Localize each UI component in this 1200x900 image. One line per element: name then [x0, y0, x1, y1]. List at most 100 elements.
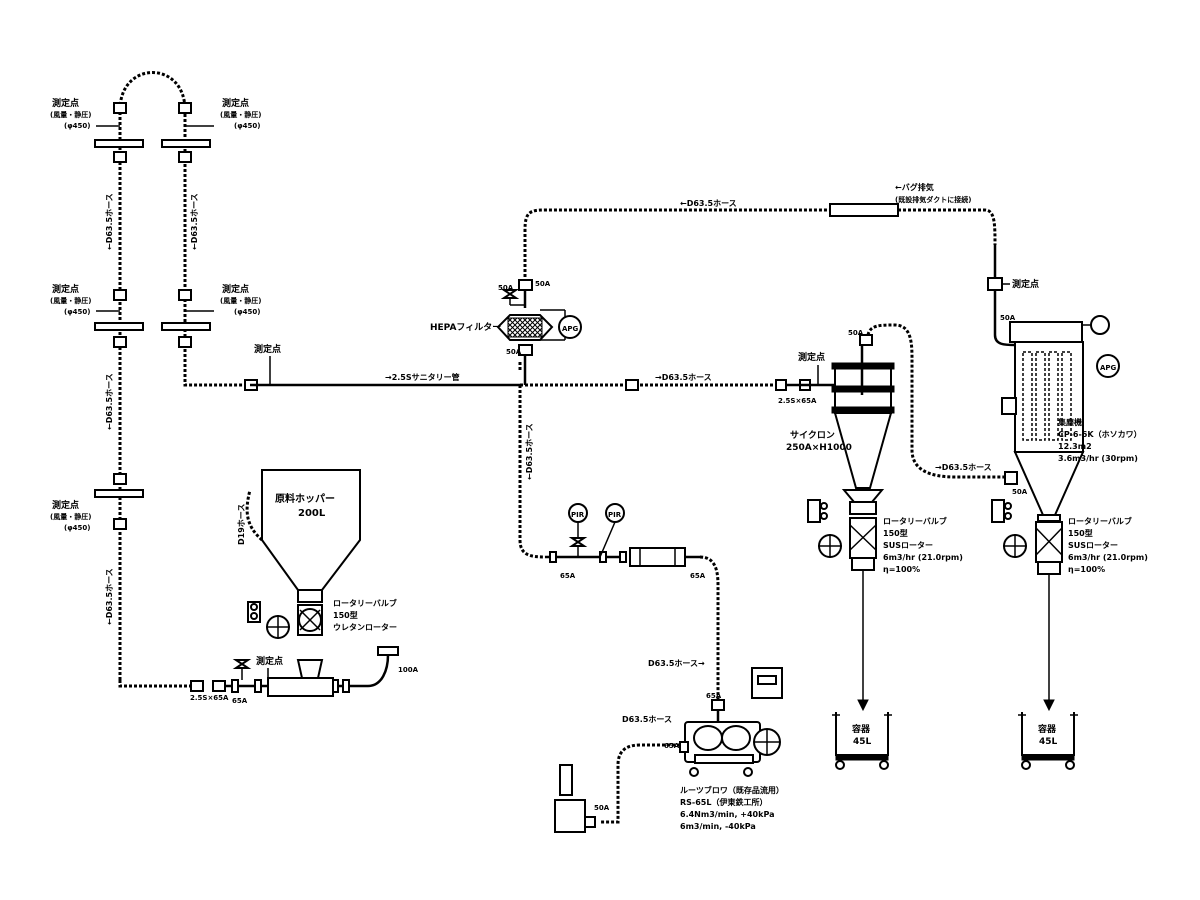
diagram-rect [1061, 351, 1072, 441]
cyclone-cone [833, 412, 893, 489]
diagram-label: (φ450) [64, 308, 91, 316]
diagram-label: 50A [498, 284, 514, 292]
diagram-label: 原料ホッパー [275, 492, 335, 505]
diagram-label: ←D63.5ホース [105, 568, 114, 625]
diagram-label: 50A [535, 280, 551, 288]
feed-inlet [296, 659, 324, 679]
diagram-label: ロータリーバルブ [1068, 516, 1132, 526]
diagram-label: 6m3/hr (21.0rpm) [1068, 553, 1148, 562]
measure-label-collector: 測定点 [1012, 278, 1039, 290]
feeder-mixer-pipe: 65A 測定点 100A [225, 646, 419, 705]
diagram-path [118, 71, 250, 680]
diagram-label: APG [562, 325, 579, 333]
diagram-label: ←D63.5ホース [190, 193, 199, 250]
diagram-label: 65A [664, 742, 680, 750]
diagram-rect [297, 589, 323, 603]
inline-silencer [629, 547, 686, 567]
measure-label-6: 測定点 [254, 343, 281, 355]
diagram-circle [689, 767, 699, 777]
apg-gauge-collector [1096, 354, 1120, 378]
diagram-rect [94, 489, 144, 498]
diagram-rect [1035, 351, 1046, 441]
diagram-rect [851, 557, 875, 571]
bag-exhaust-duct [829, 203, 899, 217]
diagram-rect [835, 754, 889, 761]
diagram-label: 12.3m2 [1058, 442, 1092, 451]
diagram-rect [113, 518, 127, 530]
diagram-rect [518, 279, 533, 291]
raw-material-hopper: 原料ホッパー 200L ロータリーバルブ 150型 ウレタンローター D19ホー… [237, 469, 397, 639]
diagram-rect [94, 322, 144, 331]
diagram-polygon [232, 659, 252, 669]
diagram-label: 3.6m3/hr (30rpm) [1058, 454, 1138, 463]
diagram-label: 50A [506, 348, 522, 356]
diagram-label: (φ450) [64, 524, 91, 532]
diagram-label: (風量・静圧) [50, 512, 91, 521]
diagram-label: →D63.5ホース [655, 373, 712, 382]
diagram-rect [113, 289, 127, 301]
measure-label-3: 測定点 [52, 283, 79, 295]
diagram-circle [879, 760, 889, 770]
dust-collector: 測定点 50A APG 50A 集塵機 CP-6-6K（ホソカワ） 12.3m2… [987, 245, 1148, 770]
diagram-circle [1065, 760, 1075, 770]
diagram-rect [859, 334, 873, 346]
main-sanitary-pipe: →2.5Sサニタリー管 →D63.5ホース 2.5S×65A 測定点 [250, 351, 840, 405]
measure-label-mixer: 測定点 [256, 655, 283, 667]
diagram-rect [625, 379, 639, 391]
diagram-label: 150型 [883, 528, 908, 538]
diagram-label: (φ450) [234, 308, 261, 316]
diagram-label: →2.5Sサニタリー管 [385, 372, 460, 382]
diagram-label: 6.4Nm3/min, +40kPa [680, 810, 775, 819]
diagram-path [118, 680, 190, 688]
diagram-label: ←D63.5ホース [680, 199, 737, 208]
diagram-label: SUSローター [1068, 540, 1118, 550]
diagram-polygon [857, 699, 869, 712]
diagram-circle [250, 612, 258, 620]
measure-label-2: 測定点 [222, 97, 249, 109]
diagram-rect [584, 816, 596, 828]
diagram-label: (φ450) [234, 122, 261, 130]
diagram-rect [1037, 514, 1061, 522]
diagram-label: 50A [1000, 314, 1016, 322]
diagram-label: D63.5ホース [622, 715, 672, 724]
diagram-rect [619, 551, 627, 563]
diagram-polygon [841, 489, 885, 503]
diagram-rect [1021, 754, 1075, 761]
diagram-label: SUSローター [883, 540, 933, 550]
diagram-path [699, 555, 720, 700]
diagram-path [600, 743, 680, 824]
measure-label-5: 測定点 [52, 499, 79, 511]
diagram-rect [212, 680, 226, 692]
diagram-rect [849, 501, 877, 515]
diagram-path [993, 245, 1016, 347]
diagram-label: η=100% [1068, 565, 1105, 574]
diagram-rect [161, 139, 211, 148]
diagram-label: →D63.5ホース [935, 463, 992, 472]
diagram-circle [743, 767, 753, 777]
diagram-label: PIR [571, 511, 585, 519]
diagram-path [898, 208, 997, 246]
diagram-circle [250, 603, 258, 611]
diagram-label: 容器 [1037, 723, 1057, 735]
diagram-line [299, 609, 321, 631]
diagram-label: 65A [706, 692, 722, 700]
diagram-circle [1021, 760, 1031, 770]
diagram-circle [1090, 315, 1110, 335]
diagram-label: ←D63.5ホース [105, 193, 114, 250]
diagram-label: 50A [594, 804, 610, 812]
intake-filter-top [559, 764, 573, 796]
diagram-line [849, 524, 877, 551]
diagram-rect [231, 679, 239, 693]
diagram-rect [94, 139, 144, 148]
diagram-circle [835, 760, 845, 770]
diagram-rect [190, 680, 204, 692]
diagram-label: ←D63.5ホース [525, 423, 534, 480]
diagram-polygon [568, 537, 588, 547]
diagram-rect [679, 741, 689, 753]
diagram-label: ロータリーバルブ [883, 516, 947, 526]
diagram-circle [820, 502, 828, 510]
diagram-label: ウレタンローター [333, 622, 397, 632]
diagram-label: 6m3/min, -40kPa [680, 822, 756, 831]
diagram-rect [113, 102, 127, 114]
